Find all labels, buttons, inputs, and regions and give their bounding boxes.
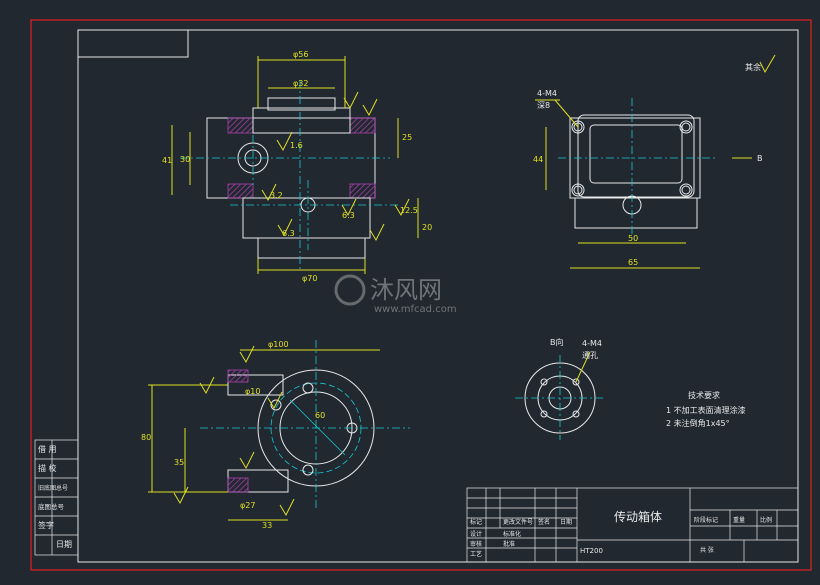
side-row-1: 借 用 — [38, 444, 57, 454]
tb-review: 审核 — [470, 540, 482, 548]
tb-sign: 签名 — [538, 518, 550, 526]
hole-note-2b: 通孔 — [582, 350, 598, 360]
corner-box — [77, 29, 189, 58]
dim-w80: 80 — [141, 433, 151, 442]
watermark-url: www.mfcad.com — [374, 304, 457, 315]
other-label: 其余 — [745, 62, 761, 72]
ra-1: 1.6 — [290, 141, 303, 150]
tb-weight: 重量 — [733, 516, 745, 524]
tb-process: 工艺 — [470, 550, 482, 558]
outer-border — [30, 19, 812, 571]
watermark-brand: 沐风网 — [370, 276, 442, 304]
view-b-label: B向 — [550, 337, 564, 347]
view-b-arrow: B — [757, 154, 763, 163]
dim-d35: 35 — [174, 458, 184, 467]
dim-l50: 50 — [628, 234, 638, 243]
tb-change-doc: 更改文件号 — [503, 518, 533, 526]
dim-d27: φ27 — [240, 501, 255, 510]
side-row-2: 描 校 — [38, 463, 57, 473]
dim-h30: 30 — [180, 155, 190, 164]
dim-d60: 60 — [315, 411, 325, 420]
dim-d33: 33 — [262, 521, 272, 530]
dim-h20: 20 — [422, 223, 432, 232]
side-row-6: 日期 — [56, 540, 72, 549]
side-table: 借 用 描 校 旧底图总号 底图总号 签字 日期 — [34, 439, 79, 556]
dim-d100: φ100 — [268, 340, 289, 349]
front-view: φ56 φ32 φ70 41 30 25 20 1.6 3.2 6.3 12.5… — [162, 50, 432, 283]
side-row-3: 旧底图总号 — [38, 484, 68, 492]
dim-d70: φ70 — [302, 274, 317, 283]
side-row-5: 签字 — [38, 520, 54, 530]
hole-note-1b: 深8 — [537, 101, 550, 110]
tb-date: 日期 — [560, 518, 572, 526]
side-row-4: 底图总号 — [38, 502, 65, 511]
side-view: 44 50 65 4-M4 深8 B — [533, 89, 763, 269]
tech-line-1: 1 不加工表面清理涂漆 — [666, 405, 746, 415]
dim-r25: 25 — [402, 133, 412, 142]
dim-d32: φ32 — [293, 79, 308, 88]
tb-stage: 阶段标记 — [694, 516, 718, 524]
dim-h41: 41 — [162, 156, 172, 165]
tb-sheets: 共 张 — [700, 546, 714, 554]
tech-line-2: 2 未注倒角1x45° — [666, 418, 730, 428]
dim-d56: φ56 — [293, 50, 308, 59]
top-view: 80 35 φ100 φ10 φ27 33 60 — [141, 340, 410, 530]
view-b: B向 4-M4 通孔 — [515, 337, 605, 440]
tb-ratio: 比例 — [760, 516, 772, 524]
tb-std: 标准化 — [503, 530, 521, 538]
tech-title: 技术要求 — [688, 390, 720, 400]
title-block: 标记 更改文件号 签名 日期 设计 标准化 审核 工艺 批准 传动箱体 HT20… — [466, 487, 799, 563]
ra-3: 6.3 — [342, 211, 355, 220]
material: HT200 — [580, 547, 603, 555]
tb-mark: 标记 — [470, 518, 482, 526]
hole-note-2: 4-M4 — [582, 339, 602, 348]
ra-5: 6.3 — [282, 229, 295, 238]
inner-frame — [77, 29, 799, 563]
general-roughness-symbol — [759, 54, 776, 74]
ra-4: 12.5 — [400, 206, 418, 215]
dim-d10: φ10 — [245, 387, 260, 396]
section-hatch — [227, 117, 254, 134]
watermark: 沐风网 www.mfcad.com — [334, 274, 457, 315]
dim-h44: 44 — [533, 155, 543, 164]
dim-l65: 65 — [628, 258, 638, 267]
tb-design: 设计 — [470, 530, 482, 538]
ra-2: 3.2 — [270, 191, 283, 200]
part-name: 传动箱体 — [614, 509, 662, 524]
hole-note-1: 4-M4 — [537, 89, 557, 98]
tb-approve: 批准 — [503, 540, 515, 548]
technical-requirements: 技术要求 1 不加工表面清理涂漆 2 未注倒角1x45° — [666, 390, 746, 428]
